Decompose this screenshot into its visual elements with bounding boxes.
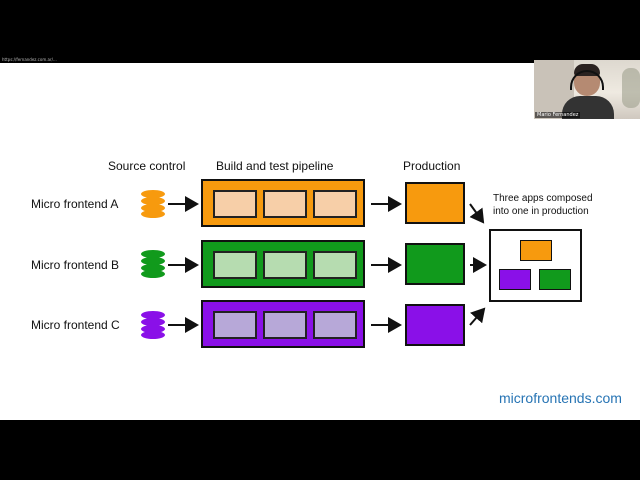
arrow-a-to-composed — [469, 203, 485, 224]
row-c-label: Micro frontend C — [31, 318, 120, 332]
header-production: Production — [403, 159, 461, 173]
pipeline-a-stage-3 — [313, 190, 357, 218]
pipeline-a-stage-1 — [213, 190, 257, 218]
pipeline-a-stage-2 — [263, 190, 307, 218]
pipeline-c-stage-3 — [313, 311, 357, 339]
composed-part-a — [520, 240, 552, 261]
pipeline-c — [201, 300, 365, 348]
window-url-text: https://fernandez.com.ar/... — [2, 57, 57, 62]
composition-caption-line-1: Three apps composed — [493, 193, 593, 204]
composition-caption: Three apps composed into one in producti… — [493, 192, 613, 218]
pipeline-b — [201, 240, 365, 288]
database-icon-c — [141, 311, 165, 339]
header-pipeline: Build and test pipeline — [216, 159, 334, 173]
pipeline-a — [201, 179, 365, 227]
composed-part-b — [539, 269, 571, 290]
production-a — [405, 182, 465, 224]
pipeline-c-stage-1 — [213, 311, 257, 339]
row-a-label: Micro frontend A — [31, 197, 119, 211]
pipeline-b-stage-3 — [313, 251, 357, 279]
row-b-label: Micro frontend B — [31, 258, 120, 272]
pipeline-c-stage-2 — [263, 311, 307, 339]
composition-caption-line-2: into one in production — [493, 206, 589, 217]
brand-link[interactable]: microfrontends.com — [499, 390, 622, 406]
video-top-bar: https://fernandez.com.ar/... — [0, 0, 640, 62]
speaker-name: Mario Fernandez — [535, 112, 581, 118]
pipeline-b-stage-2 — [263, 251, 307, 279]
video-bottom-bar — [0, 420, 640, 480]
production-b — [405, 243, 465, 285]
composed-part-c — [499, 269, 531, 290]
header-source-control: Source control — [108, 159, 186, 173]
composed-app — [489, 229, 582, 302]
production-c — [405, 304, 465, 346]
arrow-c-to-composed — [469, 307, 486, 326]
speaker-webcam: Mario Fernandez — [534, 60, 640, 119]
database-icon-a — [141, 190, 165, 218]
pipeline-b-stage-1 — [213, 251, 257, 279]
database-icon-b — [141, 250, 165, 278]
